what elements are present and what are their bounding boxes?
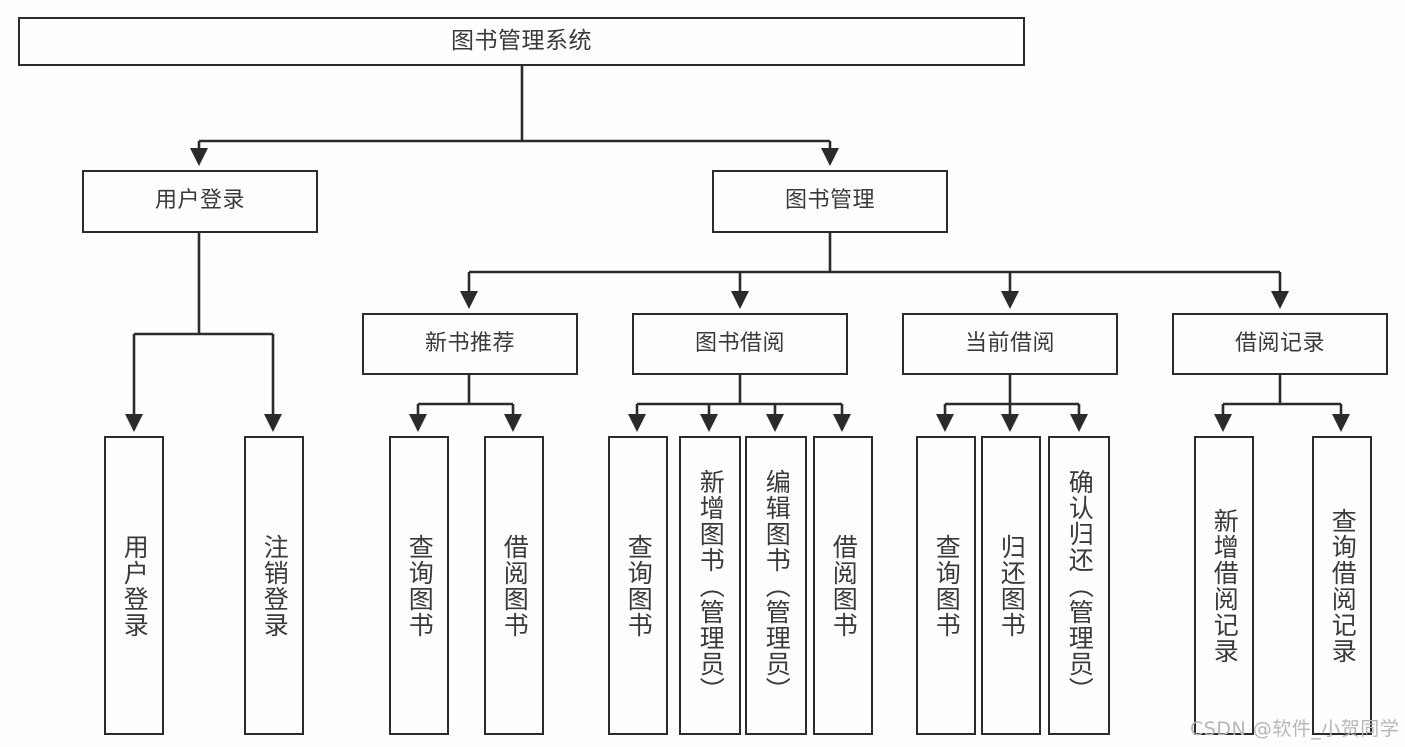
node-leaf-borrow-book-a[interactable]: 借阅图书 [484, 436, 544, 735]
node-new-book-recommend-label: 新书推荐 [424, 330, 515, 356]
node-borrow-record[interactable]: 借阅记录 [1172, 313, 1388, 375]
node-leaf-logout-label: 注销登录 [260, 533, 290, 638]
node-leaf-add-book[interactable]: 新增图书（管理员） [679, 436, 741, 735]
node-user-login[interactable]: 用户登录 [82, 170, 318, 233]
node-leaf-query-record[interactable]: 查询借阅记录 [1312, 436, 1372, 735]
node-current-borrow[interactable]: 当前借阅 [902, 313, 1118, 375]
node-user-login-label: 用户登录 [154, 188, 245, 214]
node-leaf-logout[interactable]: 注销登录 [244, 436, 304, 735]
node-root-label: 图书管理系统 [451, 27, 592, 54]
node-leaf-query-record-label: 查询借阅记录 [1328, 507, 1358, 664]
node-leaf-query-book-c[interactable]: 查询图书 [916, 436, 976, 735]
node-leaf-edit-book[interactable]: 编辑图书（管理员） [745, 436, 807, 735]
node-leaf-query-book-b-label: 查询图书 [624, 533, 654, 638]
node-book-borrow-label: 图书借阅 [694, 330, 785, 356]
node-leaf-borrow-book-a-label: 借阅图书 [500, 533, 530, 638]
node-leaf-borrow-book-b[interactable]: 借阅图书 [813, 436, 873, 735]
node-book-manage-label: 图书管理 [784, 188, 875, 214]
node-root[interactable]: 图书管理系统 [18, 17, 1025, 66]
node-book-borrow[interactable]: 图书借阅 [632, 313, 848, 375]
node-borrow-record-label: 借阅记录 [1234, 330, 1325, 356]
node-leaf-query-book-a-label: 查询图书 [405, 533, 435, 638]
node-leaf-confirm-return-label: 确认归还（管理员） [1065, 468, 1095, 703]
node-current-borrow-label: 当前借阅 [964, 330, 1055, 356]
node-book-manage[interactable]: 图书管理 [712, 170, 948, 233]
node-leaf-user-login-label: 用户登录 [120, 533, 150, 638]
node-leaf-return-book-label: 归还图书 [997, 533, 1027, 638]
csdn-watermark: CSDN @软件_小贺同学 [1190, 718, 1400, 740]
node-leaf-add-record[interactable]: 新增借阅记录 [1194, 436, 1254, 735]
node-leaf-query-book-b[interactable]: 查询图书 [608, 436, 668, 735]
node-leaf-return-book[interactable]: 归还图书 [981, 436, 1041, 735]
node-leaf-confirm-return[interactable]: 确认归还（管理员） [1048, 436, 1110, 735]
node-leaf-user-login[interactable]: 用户登录 [104, 436, 164, 735]
node-leaf-query-book-c-label: 查询图书 [932, 533, 962, 638]
node-leaf-add-record-label: 新增借阅记录 [1210, 507, 1240, 664]
node-leaf-edit-book-label: 编辑图书（管理员） [762, 468, 792, 703]
node-leaf-borrow-book-b-label: 借阅图书 [829, 533, 859, 638]
node-leaf-query-book-a[interactable]: 查询图书 [389, 436, 449, 735]
node-new-book-recommend[interactable]: 新书推荐 [362, 313, 578, 375]
node-leaf-add-book-label: 新增图书（管理员） [696, 468, 726, 703]
